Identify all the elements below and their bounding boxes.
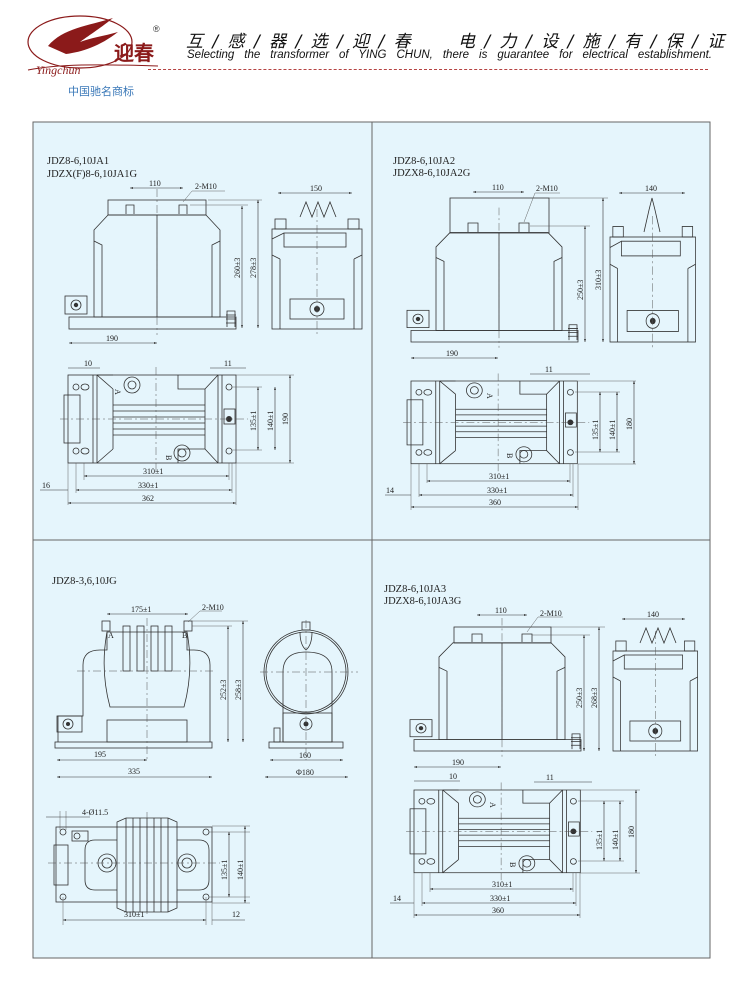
dim-label: 160 [299,751,311,760]
dim-label: 175±1 [131,605,151,614]
dim-label: 362 [142,494,154,503]
dim-label: 4-Ø11.5 [82,808,108,817]
dim-label: 2-M10 [536,184,558,193]
dim-label: 190 [106,334,118,343]
dim-label: 140±1 [266,411,275,431]
model-name: JDZX8-6,10JA3G [384,596,462,607]
terminal-a-label: A [485,393,494,399]
dim-label: 260±3 [233,258,242,278]
slogan-cn-left: 互 / 感 / 器 / 选 / 迎 / 春 [186,32,413,52]
model-name: JDZ8-6,10JA3 [384,584,446,595]
dim-label: 310±1 [489,472,509,481]
dim-label: 335 [128,767,140,776]
insulator-icon [299,200,337,219]
terminal-a-label: A [108,631,114,640]
dim-label: 180 [627,826,636,838]
dim-label: 10 [449,772,457,781]
top-view [48,812,220,914]
panel-jdz8-ja2: JDZ8-6,10JA2 JDZX8-6,10JA2G 110 2-M10 14… [385,156,697,510]
header-divider [148,69,708,70]
dim-label: 195 [94,750,106,759]
model-name: JDZX8-6,10JA2G [393,168,471,179]
dim-label: 258±3 [234,680,243,700]
dim-label: 140 [647,610,659,619]
slogan-cn-right: 电 / 力 / 设 / 施 / 有 / 保 / 证 [458,32,727,52]
logo-script-text: Yingchun [36,63,80,77]
model-name: JDZX(F)8-6,10JA1G [47,169,138,180]
insulator-icon [639,626,677,645]
terminal-b-label: B [182,631,187,640]
dim-label: 16 [42,481,50,490]
dim-label: 2-M10 [202,603,224,612]
terminal-b-label: B [164,455,173,460]
dim-label: 310±1 [143,467,163,476]
model-name: JDZ8-6,10JA2 [393,156,455,167]
dim-label: 10 [84,359,92,368]
registered-mark: ® [153,24,160,34]
insulator-icon [643,197,661,233]
dim-label: 140 [645,184,657,193]
dim-label: 11 [224,359,232,368]
dim-label: 140±1 [236,860,245,880]
dim-label: 135±1 [220,860,229,880]
dim-label: 135±1 [249,411,258,431]
terminal-b-label: B [508,862,517,867]
dim-label: 252±3 [219,680,228,700]
panel-jdz8-ja3: JDZ8-6,10JA3 JDZX8-6,10JA3G 110 2-M10 14… [384,584,699,918]
dim-label: 2-M10 [195,182,217,191]
dim-label: 14 [393,894,401,903]
dim-label: 110 [149,179,161,188]
front-view [54,618,215,760]
dim-label: 140±1 [611,830,620,850]
dim-label: 310±3 [594,270,603,290]
dim-label: 135±1 [595,830,604,850]
terminal-b-label: B [505,453,514,458]
dim-label: 135±1 [591,420,600,440]
dim-label: 310±1 [492,880,512,889]
swallow-icon [48,18,118,54]
yingchun-logo: 迎春 Yingchun [27,15,159,77]
dim-label: 190 [452,758,464,767]
model-name: JDZ8-6,10JA1 [47,156,109,167]
terminal-a-label: A [488,802,497,808]
dim-label: 330±1 [490,894,510,903]
panel-jdz8-jg: JDZ8-3,6,10JG A B 175±1 2-M10 252±3 [46,576,358,925]
dim-label: 190 [446,349,458,358]
dim-label: 150 [310,184,322,193]
dim-label: 110 [495,606,507,615]
slogan-cn: 互 / 感 / 器 / 选 / 迎 / 春 电 / 力 / 设 / 施 / 有 … [186,27,724,52]
dim-label: 330±1 [138,481,158,490]
trademark-label: 中国驰名商标 [68,85,134,98]
dim-label: 360 [489,498,501,507]
dim-label: 11 [545,365,553,374]
logo-cn-text: 迎春 [114,41,155,65]
dim-label: 250±3 [576,280,585,300]
dim-label: 310±1 [124,910,144,919]
dim-label: 330±1 [487,486,507,495]
slogan-en: Selecting the transformer of YING CHUN, … [187,49,712,61]
panel-jdz8-ja1: JDZ8-6,10JA1 JDZX(F)8-6,10JA1G 110 2-M10… [40,156,363,505]
side-view [260,620,358,760]
model-name: JDZ8-3,6,10JG [52,576,117,587]
dim-label: 2-M10 [540,609,562,618]
dim-label: 110 [492,183,504,192]
dim-label: 278±3 [249,258,258,278]
dim-label: 250±3 [575,688,584,708]
terminal-a-label: A [113,389,122,395]
dim-label: 268±3 [590,688,599,708]
dim-label: 190 [281,413,290,425]
dim-label: 180 [625,418,634,430]
dim-label: 14 [386,486,394,495]
logo-ring-icon [27,15,133,69]
dim-label: 11 [546,773,554,782]
dim-label: Φ180 [296,768,314,777]
dim-label: 140±1 [608,420,617,440]
dim-label: 12 [232,910,240,919]
dim-label: 360 [492,906,504,915]
